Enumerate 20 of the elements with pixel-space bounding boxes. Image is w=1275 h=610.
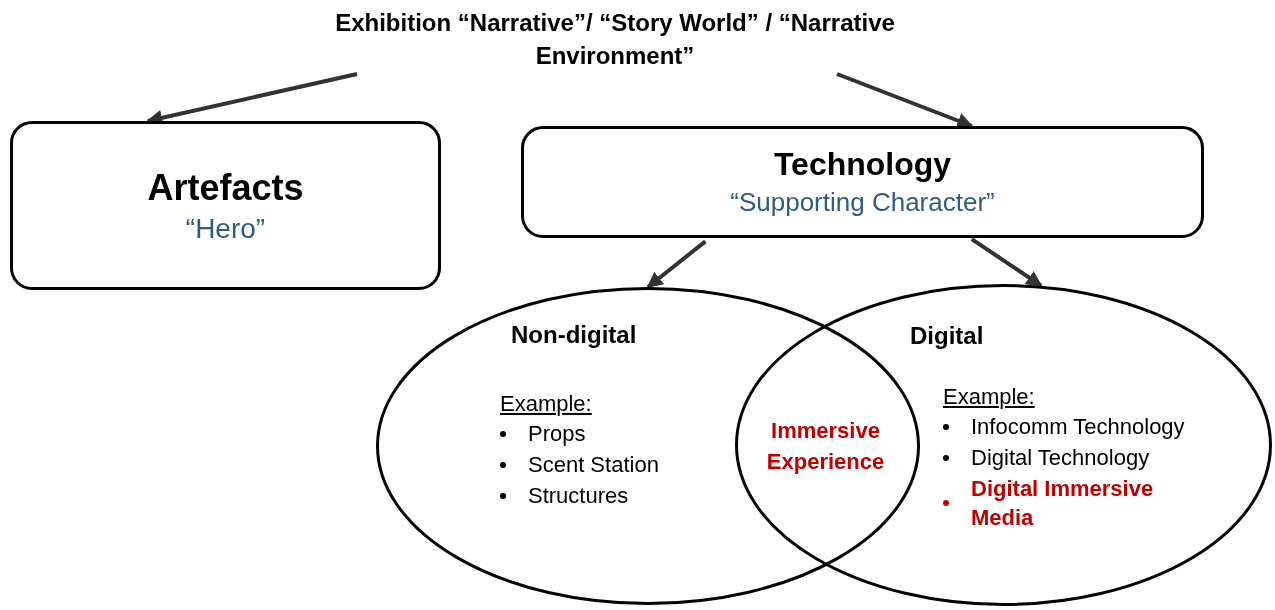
arrow	[646, 239, 707, 289]
heading-text: Exhibition “Narrative”/ “Story World” / “Narrative Environment”	[335, 8, 895, 71]
arrow	[970, 237, 1043, 288]
list-label: Example:	[943, 384, 1035, 410]
ellipse-title: Non-digital	[511, 321, 638, 349]
overlap-label: Immersive Experience	[765, 417, 886, 476]
box-subtitle: “Supporting Character”	[730, 187, 995, 218]
box-title: Artefacts	[147, 166, 304, 209]
list-item: Digital Technology	[971, 444, 1150, 472]
list-item: Infocomm Technology	[971, 413, 1185, 441]
rounded-box	[521, 126, 1204, 238]
list-item: Digital Immersive Media	[971, 475, 1155, 532]
ellipse-title: Digital	[910, 322, 985, 350]
box-title: Technology	[773, 146, 952, 183]
rounded-box	[10, 121, 441, 290]
list-item: Structures	[528, 482, 629, 510]
box-subtitle: “Hero”	[185, 212, 266, 245]
list-item: Props	[528, 420, 586, 448]
list-item: Scent Station	[528, 451, 659, 479]
list-label: Example:	[500, 391, 592, 417]
